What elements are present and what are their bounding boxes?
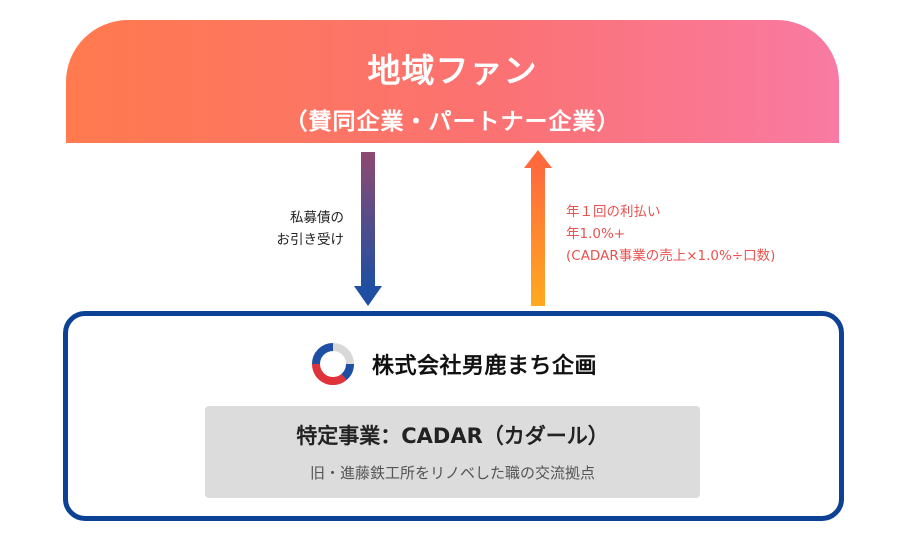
bond-label-line-2: お引き受け [276,232,345,248]
bond-label-line-1: 私募債の [290,210,344,226]
project-panel: 特定事業：CADAR（カダール） 旧・進藤鉄工所をリノベした職の交流拠点 [205,406,700,498]
company-name: 株式会社男鹿まち企画 [371,354,597,379]
investor-title: 地域ファン [367,51,538,90]
interest-payment-label: 年１回の利払い 年1.0%+ (CADAR事業の売上×1.0%÷口数) [566,201,886,267]
interest-label-line-2: 年1.0%+ [566,226,626,242]
interest-label-line-1: 年１回の利払い [566,204,661,220]
company-logo-ring-icon [311,343,354,386]
investor-banner: 地域ファン （賛同企業・パートナー企業） [66,20,839,143]
company-header: 株式会社男鹿まち企画 [68,342,839,386]
project-description: 旧・進藤鉄工所をリノベした職の交流拠点 [309,464,595,482]
interest-label-line-3: (CADAR事業の売上×1.0%÷口数) [566,248,776,264]
bond-flow-down-arrow-icon [354,152,382,306]
investor-subtitle: （賛同企業・パートナー企業） [284,109,621,135]
interest-flow-up-arrow-icon [524,150,552,306]
company-box: 株式会社男鹿まち企画 特定事業：CADAR（カダール） 旧・進藤鉄工所をリノベし… [63,311,844,521]
bond-underwriting-label: 私募債の お引き受け [236,207,345,251]
project-title: 特定事業：CADAR（カダール） [296,424,609,448]
